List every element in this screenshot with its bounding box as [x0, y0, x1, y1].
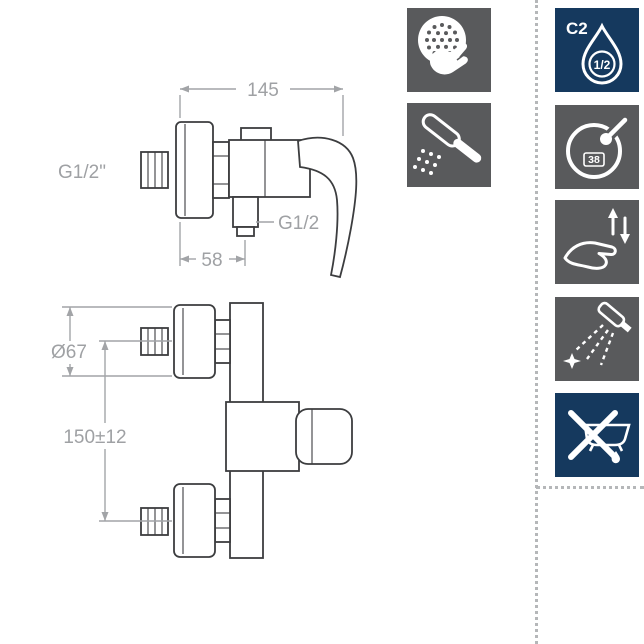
adjustable-spray-icon [563, 301, 632, 369]
dim-outlet-thread: G1/2 [278, 213, 319, 234]
feature-tile-easy-clean [407, 8, 491, 92]
side-view-dimensions: 145 G1/2" G1/2 58 [58, 80, 344, 271]
dim-outlet-offset: 58 [201, 250, 222, 271]
front-view-dimensions: Ø67 150±12 [51, 306, 172, 522]
divider-vertical [535, 0, 538, 644]
cross-out-icon [568, 410, 618, 460]
spec-tile-adjustable-spray [555, 297, 639, 381]
hand-shower-icon [413, 113, 482, 175]
sparkle-icon [563, 353, 581, 369]
technical-drawing: 145 G1/2" G1/2 58 [51, 80, 358, 559]
c2-cartridge-icon: C2 1/2 [566, 19, 623, 85]
spec-tile-flow-control [555, 200, 639, 284]
spec-tile-thermostatic: 38 [555, 105, 639, 189]
thermostatic-safety-icon: 38 [566, 116, 629, 179]
dim-width: 145 [247, 80, 279, 101]
feature-tile-hand-shower [407, 103, 491, 187]
shower-mixer-side-view [140, 121, 358, 279]
dim-inlet-thread: G1/2" [58, 162, 106, 183]
dim-escutcheon-diameter: Ø67 [51, 342, 87, 363]
spec-tile-no-tub-spout [555, 393, 639, 477]
divider-horizontal [536, 486, 644, 489]
easy-clean-spray-face-icon [418, 16, 468, 75]
half-inch-badge: 1/2 [594, 58, 611, 72]
flow-hand-control-icon [563, 208, 630, 270]
shower-mixer-front-view [140, 302, 353, 559]
water-drop-icon [581, 22, 623, 85]
dim-connection-spacing: 150±12 [63, 427, 126, 448]
no-tub-spout-icon [568, 410, 631, 464]
spec-tile-c2-cartridge: C2 1/2 [555, 8, 639, 92]
temperature-badge: 38 [588, 154, 600, 166]
c2-label: C2 [566, 19, 588, 38]
